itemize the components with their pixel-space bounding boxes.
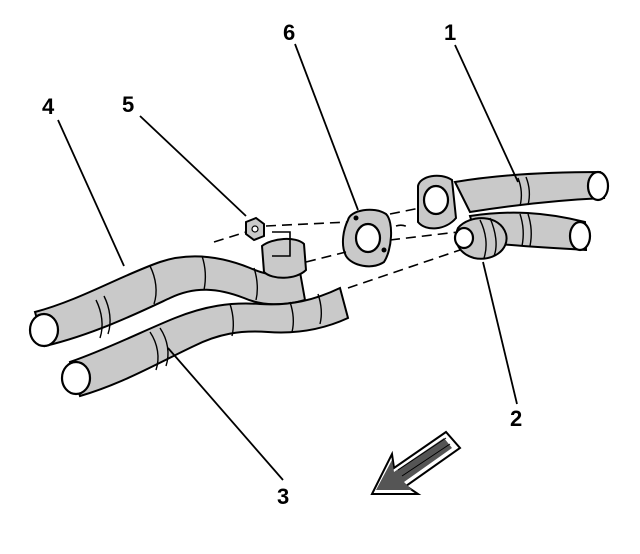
callout-3: 3 bbox=[277, 484, 289, 509]
callout-labels: 1 2 3 4 5 6 bbox=[42, 20, 522, 509]
callout-5: 5 bbox=[122, 92, 134, 117]
intermediate-pipe-right bbox=[417, 170, 610, 252]
callout-1: 1 bbox=[444, 20, 456, 45]
pipe-clamp bbox=[453, 217, 508, 260]
leader-lines bbox=[57, 43, 519, 481]
flange-gasket bbox=[341, 208, 392, 268]
callout-2: 2 bbox=[510, 406, 522, 431]
front-exhaust-pipe-assembly bbox=[28, 231, 350, 398]
front-direction-arrow-icon bbox=[370, 430, 462, 495]
callout-4: 4 bbox=[42, 94, 55, 119]
alignment-lines bbox=[213, 207, 461, 289]
callout-6: 6 bbox=[283, 20, 295, 45]
flange-nut bbox=[245, 216, 265, 242]
